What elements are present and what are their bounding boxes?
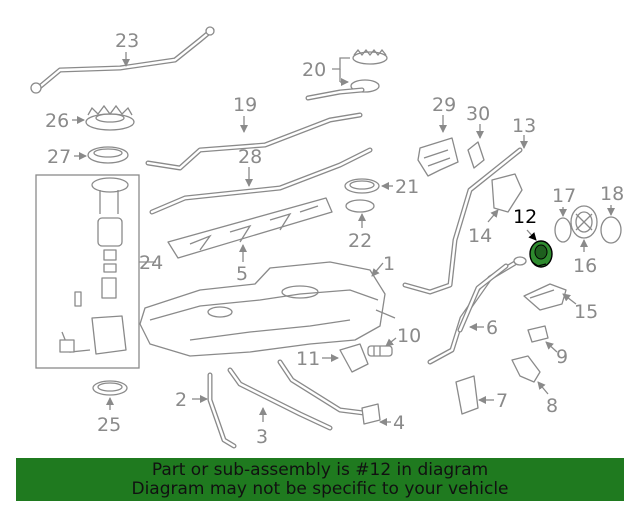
callout-28: 28 (238, 146, 262, 168)
callout-22: 22 (348, 230, 372, 252)
callout-10: 10 (397, 325, 421, 347)
part-1-fuel-tank (139, 261, 396, 357)
part-5-protector (167, 197, 333, 259)
part-2-strap (207, 372, 237, 449)
callout-1: 1 (383, 253, 395, 275)
leader-9 (545, 341, 558, 353)
part-14-cover (491, 173, 523, 213)
callout-23: 23 (115, 30, 139, 52)
part-29-bracket (417, 137, 459, 177)
part-15-bracket (523, 283, 567, 311)
info-banner: Part or sub-assembly is #12 in diagram D… (16, 458, 624, 501)
callout-9: 9 (556, 346, 568, 368)
part-17-gasket (554, 217, 572, 243)
banner-line-1: Part or sub-assembly is #12 in diagram (151, 459, 489, 480)
part-13-breather-pipe (402, 147, 523, 295)
leader-15 (562, 293, 577, 305)
leader-20 (332, 57, 350, 70)
part-18-seal (600, 216, 622, 244)
part-6-filler-pipe (427, 256, 527, 365)
part-4-strap (277, 359, 381, 425)
part-24-pump-assembly (35, 174, 140, 369)
callout-18: 18 (600, 183, 624, 205)
callout-16: 16 (573, 255, 597, 277)
part-25-o-ring (92, 380, 128, 396)
callout-17: 17 (552, 185, 576, 207)
callout-25: 25 (97, 414, 121, 436)
callout-8: 8 (546, 395, 558, 417)
leader-12 (526, 229, 537, 241)
leader-14 (487, 209, 499, 223)
callout-27: 27 (47, 146, 71, 168)
callout-12[interactable]: 12 (513, 206, 537, 228)
callout-15: 15 (574, 301, 598, 323)
part-10-valve (367, 345, 393, 357)
callout-30: 30 (466, 103, 490, 125)
part-3-strap (227, 367, 333, 431)
part-11-bracket (339, 343, 369, 373)
callout-7: 7 (496, 390, 508, 412)
part-23-fuel-line (30, 26, 215, 94)
part-26-lock-ring (85, 104, 135, 131)
callout-19: 19 (233, 94, 257, 116)
callout-29: 29 (432, 94, 456, 116)
part-22-ring (345, 199, 375, 213)
part-28-fuel-line (149, 147, 373, 215)
callout-24: 24 (139, 252, 163, 274)
callout-2: 2 (175, 389, 187, 411)
callout-6: 6 (486, 317, 498, 339)
part-16-cap (570, 205, 598, 239)
part-20-sender (305, 48, 388, 101)
parts-diagram: 23 26 27 24 25 (30, 26, 624, 449)
part-21-gasket (344, 178, 380, 194)
part-9-clip (527, 325, 549, 343)
part-12-highlighted[interactable] (529, 240, 553, 268)
callout-11: 11 (296, 348, 320, 370)
callout-13: 13 (512, 115, 536, 137)
part-7-shield (455, 375, 479, 415)
callout-20: 20 (302, 59, 326, 81)
part-30-clamp (467, 141, 485, 169)
part-27-gasket (87, 146, 129, 164)
leader-8 (537, 381, 549, 395)
part-19-fuel-line (145, 112, 363, 171)
callout-4: 4 (393, 412, 405, 434)
callout-3: 3 (256, 426, 268, 448)
callout-5: 5 (236, 263, 248, 285)
callout-26: 26 (45, 110, 69, 132)
callout-14: 14 (468, 225, 492, 247)
leader-10 (385, 337, 397, 347)
banner-line-2: Diagram may not be specific to your vehi… (131, 478, 509, 499)
leader-1 (371, 262, 384, 277)
part-8-bracket (511, 355, 541, 383)
callout-21: 21 (395, 176, 419, 198)
